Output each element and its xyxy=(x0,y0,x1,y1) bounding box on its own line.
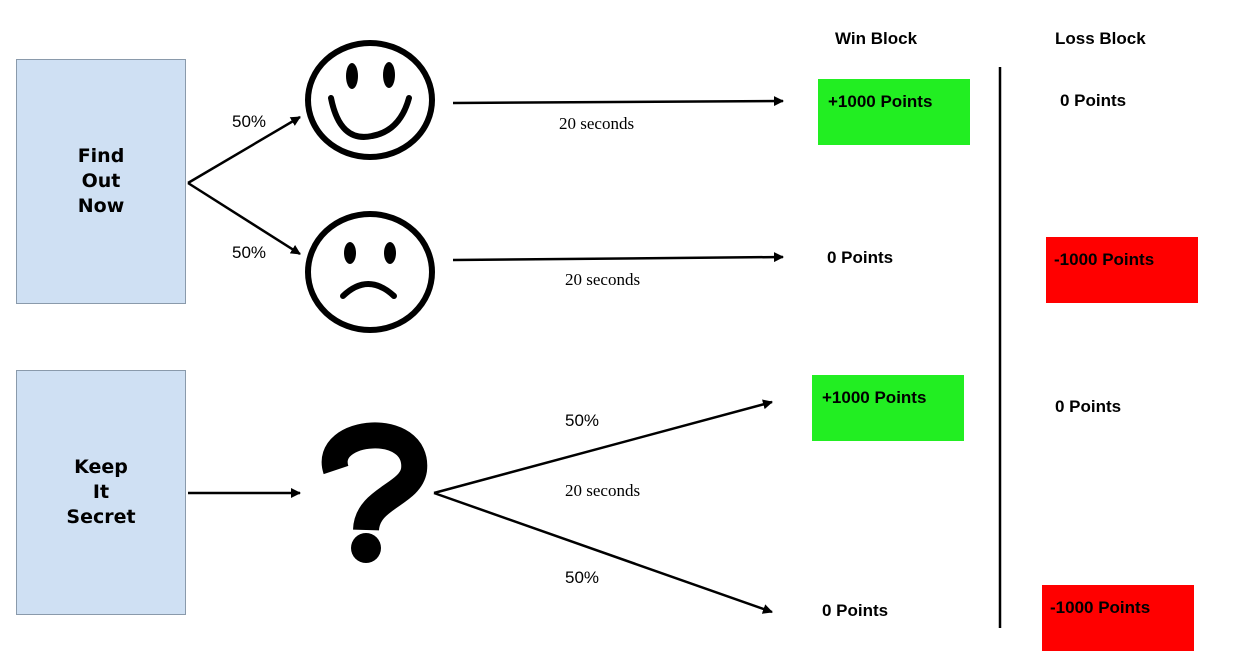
points-keep-up-loss: 0 Points xyxy=(1055,397,1122,416)
loss-block-header: Loss Block xyxy=(1055,29,1146,48)
loss-badge-keep: -1000 Points xyxy=(1042,585,1194,651)
points-happy-loss: 0 Points xyxy=(1060,91,1127,110)
points-label: +1000 Points xyxy=(822,388,927,407)
arrow-to-sad xyxy=(187,181,301,256)
arrow-happy-outcome xyxy=(452,96,784,107)
arrow-sad-outcome xyxy=(452,252,784,263)
points-label: -1000 Points xyxy=(1050,598,1151,617)
win-block-header: Win Block xyxy=(835,29,918,48)
keep-it-secret-box: Keep It Secret xyxy=(16,370,186,615)
keep-it-secret-label: Keep It Secret xyxy=(66,456,136,528)
points-label: -1000 Points xyxy=(1054,250,1155,269)
smiley-face-icon xyxy=(305,40,435,160)
find-out-now-label: Find Out Now xyxy=(77,145,125,217)
points-keep-down-win: 0 Points xyxy=(822,601,889,620)
arrow-to-happy xyxy=(187,115,301,185)
find-out-now-box: Find Out Now xyxy=(16,59,186,304)
points-sad-win: 0 Points xyxy=(827,248,894,267)
happy-probability: 50% xyxy=(232,112,267,131)
sad-probability: 50% xyxy=(232,243,267,262)
keep-duration: 20 seconds xyxy=(565,481,641,500)
loss-badge-sad: -1000 Points xyxy=(1046,237,1198,303)
arrow-question-loss xyxy=(433,491,773,614)
gain-badge-keep: +1000 Points xyxy=(812,375,964,441)
gain-badge-happy: +1000 Points xyxy=(818,79,970,145)
question-mark-icon xyxy=(321,422,428,563)
sad-duration: 20 seconds xyxy=(565,270,641,289)
sad-face-icon xyxy=(305,211,435,333)
arrow-question-win xyxy=(433,399,773,495)
happy-duration: 20 seconds xyxy=(559,114,635,133)
keep-win-probability: 50% xyxy=(565,411,600,430)
points-label: +1000 Points xyxy=(828,92,933,111)
keep-loss-probability: 50% xyxy=(565,568,600,587)
